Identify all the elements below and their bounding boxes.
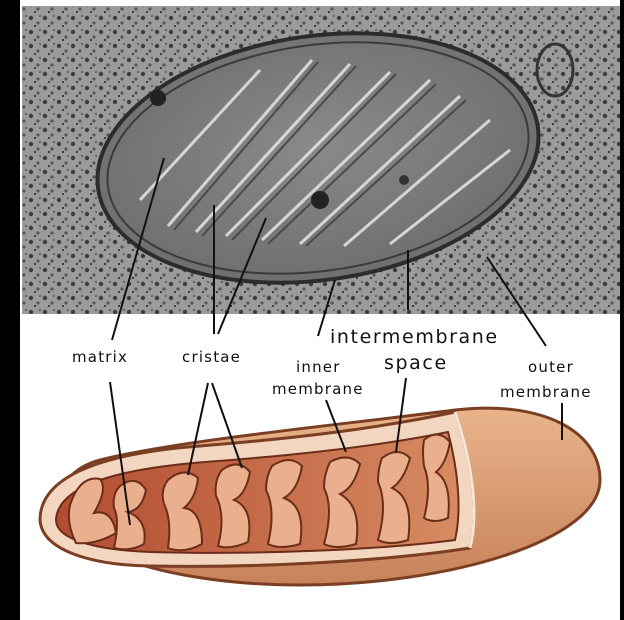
label-intermembrane-line1: intermembrane [330, 326, 499, 348]
label-intermembrane-line2: space [384, 352, 448, 374]
label-outer-membrane-line1: outer [528, 358, 574, 376]
electron-micrograph [22, 6, 620, 314]
label-outer-membrane-line2: membrane [500, 383, 592, 401]
label-inner-membrane-line2: membrane [272, 380, 364, 398]
label-cristae: cristae [182, 348, 241, 366]
label-matrix: matrix [72, 348, 128, 366]
label-inner-membrane-line1: inner [296, 358, 341, 376]
